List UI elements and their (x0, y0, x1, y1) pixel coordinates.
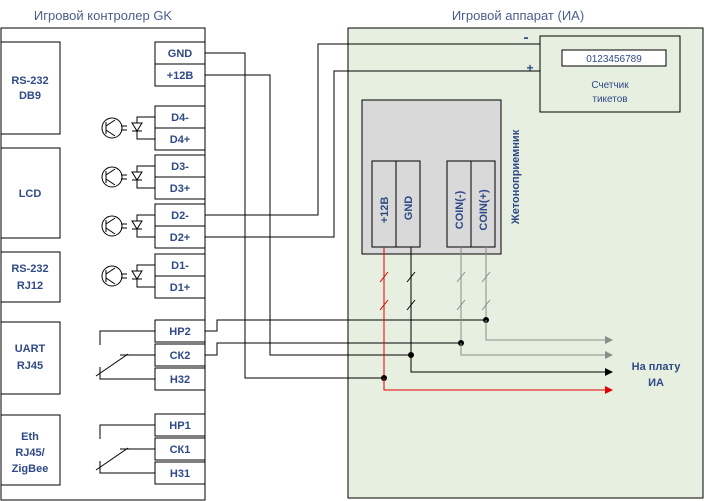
wires (205, 43, 613, 394)
terminal-d1-plus: D1+ (170, 282, 191, 294)
relay1-terminal-block: НР2 СК2 Н32 (154, 319, 206, 391)
board-label: На плату (632, 361, 682, 373)
counter-display: 0123456789 (586, 54, 642, 65)
machine-title: Игровой аппарат (ИА) (452, 8, 584, 23)
controller-title: Игровой контролер GK (34, 8, 173, 23)
relay2-contact-icon (95, 424, 155, 474)
terminal-sk2: СК2 (170, 350, 191, 362)
terminal-d4-plus: D4+ (170, 134, 191, 146)
svg-text:LCD: LCD (19, 188, 42, 200)
block-eth-rj45-zigbee: Eth RJ45/ ZigBee (0, 414, 61, 486)
svg-text:RJ12: RJ12 (17, 280, 43, 292)
terminal-d1-minus: D1- (171, 260, 189, 272)
terminal-d4-minus: D4- (171, 112, 189, 124)
svg-text:UART: UART (15, 343, 46, 355)
terminal-d3-plus: D3+ (170, 183, 191, 195)
optocoupler-d1-icon (101, 264, 155, 288)
board-label-2: ИА (648, 377, 664, 389)
coin-acceptor: +12В GND COIN(-) COIN(+) Жетоноприемник (361, 99, 522, 255)
coin-terminal-gnd: GND (403, 196, 415, 221)
coin-terminal-plus: COIN(+) (478, 189, 490, 231)
relay2-terminal-block: НР1 СК1 Н31 (154, 413, 206, 485)
block-uart-rj45: UART RJ45 (0, 321, 61, 395)
svg-text:ZigBee: ZigBee (12, 463, 49, 475)
coin-acceptor-label: Жетоноприемник (510, 129, 522, 225)
counter-label: Счетчик (591, 80, 629, 91)
counter-plus-sign: + (526, 61, 533, 75)
optocoupler-d4-icon (101, 116, 155, 140)
optocoupler-d2-icon (101, 214, 155, 238)
terminal-nr1: НР1 (169, 420, 190, 432)
terminal-sk1: СК1 (170, 444, 191, 456)
svg-text:RJ45: RJ45 (17, 360, 43, 372)
svg-text:Eth: Eth (21, 431, 39, 443)
terminal-nz1: Н31 (170, 468, 190, 480)
coin-terminal-12v: +12В (379, 197, 391, 224)
terminal-d3-minus: D3- (171, 161, 189, 173)
block-lcd: LCD (0, 147, 61, 239)
relay1-contact-icon (95, 330, 155, 380)
ticket-counter: 0123456789 Счетчик тикетов - + (524, 29, 681, 113)
terminal-nz2: Н32 (170, 374, 190, 386)
optocoupler-d3-icon (101, 165, 155, 189)
svg-text:RS-232: RS-232 (11, 75, 48, 87)
terminal-d2-plus: D2+ (170, 232, 191, 244)
svg-text:RS-232: RS-232 (11, 263, 48, 275)
terminal-d2-minus: D2- (171, 210, 189, 222)
svg-text:DB9: DB9 (19, 90, 41, 102)
power-terminal-block: GND +12В (154, 41, 206, 87)
counter-label-2: тикетов (592, 94, 627, 105)
terminal-gnd: GND (168, 48, 193, 60)
counter-minus-sign: - (524, 29, 529, 46)
terminal-nr2: НР2 (169, 326, 190, 338)
block-rs232-rj12: RS-232 RJ12 (0, 251, 61, 303)
block-rs232-db9: RS-232 DB9 (0, 41, 61, 135)
svg-text:RJ45/: RJ45/ (15, 447, 44, 459)
terminal-12v: +12В (167, 70, 194, 82)
coin-terminal-minus: COIN(-) (454, 190, 466, 229)
